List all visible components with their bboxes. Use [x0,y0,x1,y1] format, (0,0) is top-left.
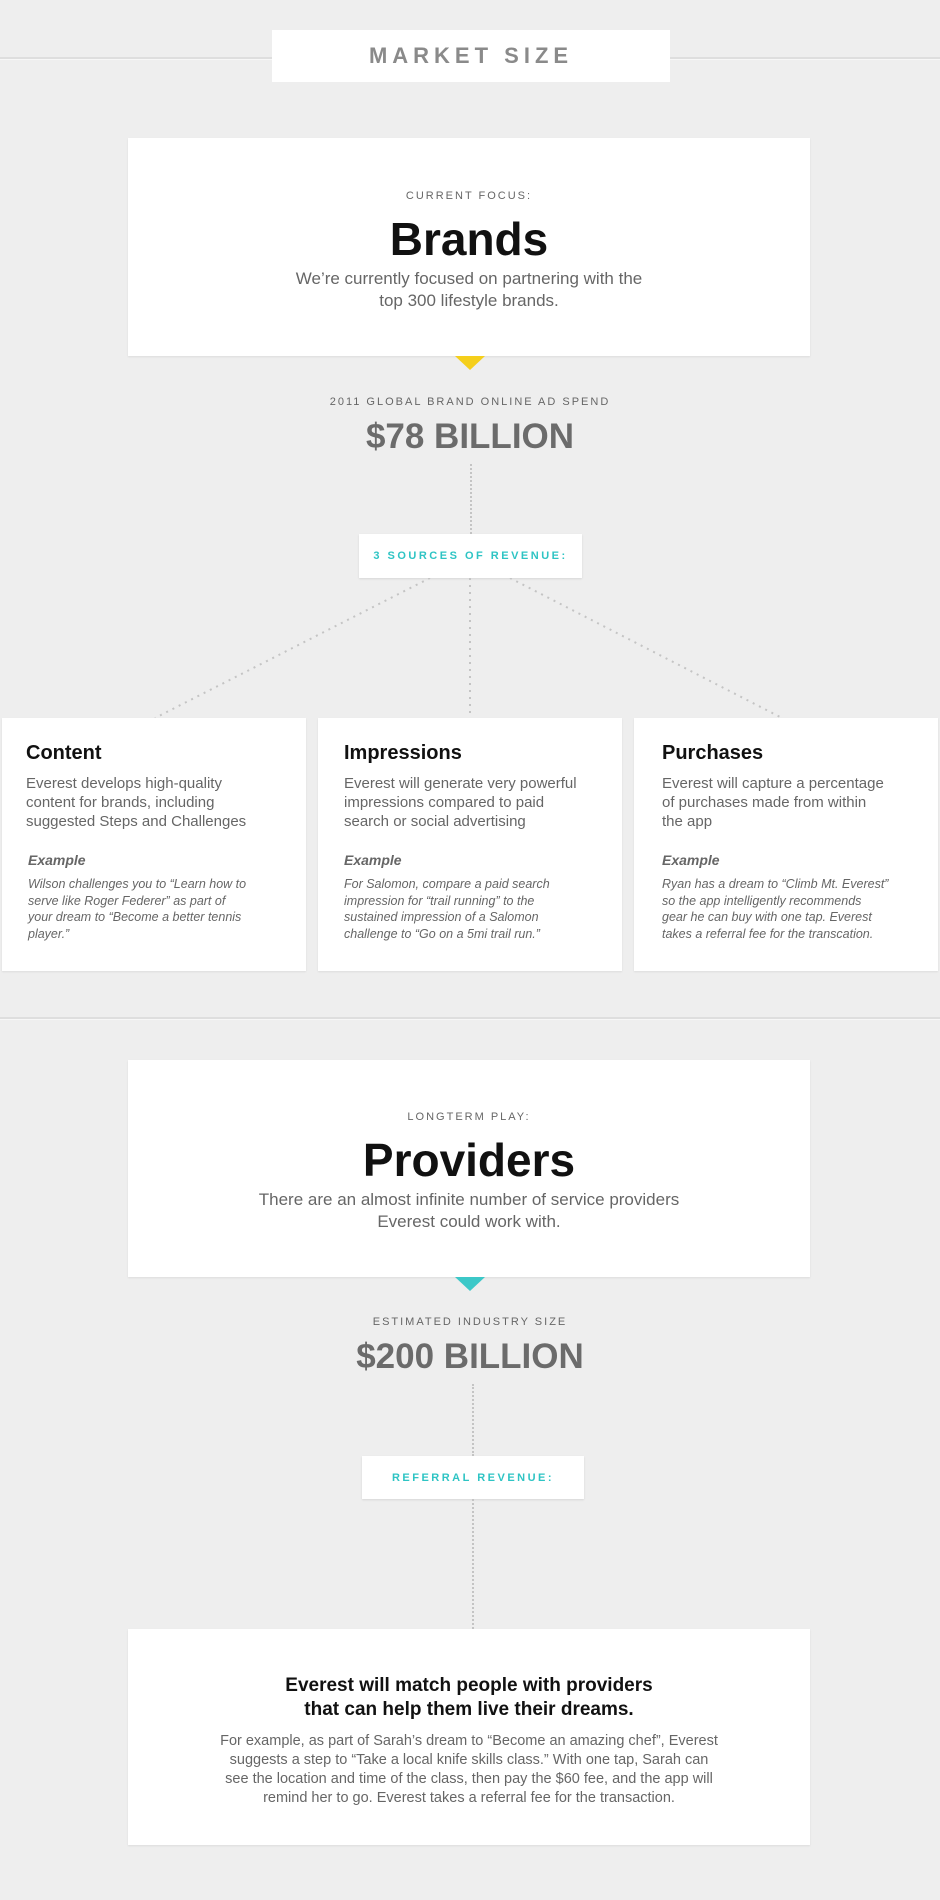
impressions-example-label: Example [344,852,402,868]
impressions-desc-line: impressions compared to paid [344,794,545,811]
match-body-line: suggests a step to “Take a local knife s… [229,1752,709,1768]
industry-size-label: ESTIMATED INDUSTRY SIZE [372,1316,568,1328]
brands-title: Brands [389,213,549,265]
content-desc-line: content for brands, including [26,794,215,811]
impressions-desc-line: search or social advertising [344,813,526,830]
purchases-title: Purchases [662,742,764,764]
providers-title: Providers [362,1134,576,1186]
content-desc-line: suggested Steps and Challenges [26,813,247,830]
brands-card: CURRENT FOCUS: Brands We’re currently fo… [128,138,810,356]
brands-desc-line1: We’re currently focused on partnering wi… [295,269,643,288]
purchases-example-label: Example [662,852,720,868]
match-card: Everest will match people with providers… [128,1629,810,1845]
teal-pointer-icon [455,1277,485,1291]
yellow-pointer-icon [455,356,485,370]
impressions-example-line: For Salomon, compare a paid search [344,877,550,891]
purchases-desc-line: of purchases made from within [662,794,867,811]
connector-line [472,1499,474,1629]
content-desc-line: Everest develops high-quality [26,775,222,792]
match-body-line: For example, as part of Sarah’s dream to… [220,1733,718,1749]
content-example-line: your dream to “Become a better tennis [28,910,242,924]
ad-spend-value: $78 BILLION [365,417,575,456]
match-body-line: see the location and time of the class, … [225,1771,713,1787]
providers-kicker: LONGTERM PLAY: [407,1111,531,1123]
content-example-line: Wilson challenges you to “Learn how to [28,877,247,891]
purchases-example-line: gear he can buy with one tap. Everest [662,910,872,924]
content-example-line: player.” [28,927,70,941]
impressions-card: Impressions Everest will generate very p… [318,718,622,971]
brands-desc-line2: top 300 lifestyle brands. [379,291,559,310]
connector-line [472,1384,474,1456]
impressions-title: Impressions [344,742,462,764]
purchases-desc-line: the app [662,813,713,830]
content-example-line: serve like Roger Federer” as part of [28,894,226,908]
tree-connectors [154,578,783,718]
content-card: Content Everest develops high-quality co… [2,718,306,971]
impressions-desc-line: Everest will generate very powerful [344,775,577,792]
purchases-example-line: takes a referral fee for the transcation… [662,927,874,941]
impressions-example-line: impression for “trail running” to the [344,894,535,908]
purchases-desc-line: Everest will capture a percentage [662,775,884,792]
industry-size-value: $200 BILLION [356,1337,584,1376]
impressions-example-line: sustained impression of a Salomon [344,910,539,924]
section-divider [0,1017,940,1020]
referral-revenue-label: REFERRAL REVENUE: [362,1456,584,1499]
match-headline-line1: Everest will match people with providers [285,1675,653,1696]
match-headline-line2: that can help them live their dreams. [304,1699,634,1720]
content-title: Content [26,742,102,764]
purchases-example-line: so the app intelligently recommends [662,894,862,908]
providers-desc-line2: Everest could work with. [377,1212,561,1231]
page-title: MARKET SIZE [272,30,670,82]
revenue-sources-label: 3 SOURCES OF REVENUE: [359,534,582,578]
connector-line [470,464,472,534]
brands-kicker: CURRENT FOCUS: [405,190,533,202]
content-example-label: Example [28,852,86,868]
impressions-example-line: challenge to “Go on a 5mi trail run.” [344,927,540,941]
ad-spend-label: 2011 GLOBAL BRAND ONLINE AD SPEND [329,396,611,408]
providers-desc-line1: There are an almost infinite number of s… [258,1190,680,1209]
purchases-card: Purchases Everest will capture a percent… [634,718,938,971]
match-body-line: remind her to go. Everest takes a referr… [263,1790,675,1806]
providers-card: LONGTERM PLAY: Providers There are an al… [128,1060,810,1277]
purchases-example-line: Ryan has a dream to “Climb Mt. Everest” [662,877,889,891]
